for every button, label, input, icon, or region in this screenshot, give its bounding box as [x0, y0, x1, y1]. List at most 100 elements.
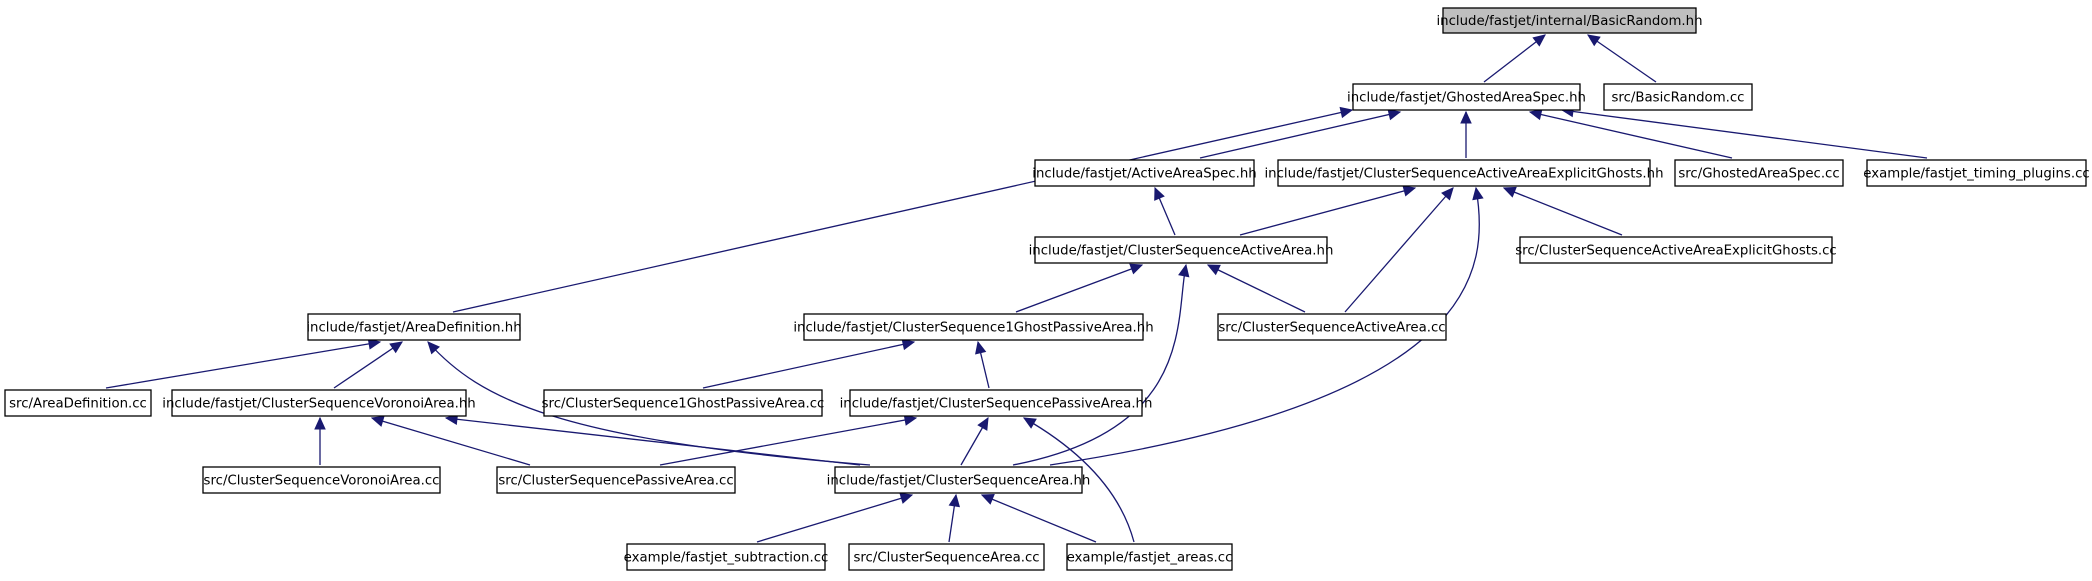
node-area-definition-cc[interactable]: src/AreaDefinition.cc — [4, 389, 152, 417]
node-label[interactable]: src/ClusterSequencePassiveArea.cc — [498, 474, 733, 489]
node-box[interactable] — [202, 466, 441, 494]
arrowhead-icon — [1154, 186, 1165, 201]
edge-line — [1239, 187, 1416, 236]
edge-line — [445, 417, 861, 466]
node-box[interactable] — [803, 313, 1144, 341]
node-timing-plugins-cc[interactable]: example/fastjet_timing_plugins.cc — [1863, 159, 2090, 187]
node-label[interactable]: include/fastjet/ClusterSequenceArea.hh — [827, 474, 1091, 489]
edge-cspa_hh-to-areas_cc — [1022, 417, 1135, 543]
node-csaeg-cc[interactable]: src/ClusterSequenceActiveAreaExplicitGho… — [1515, 236, 1837, 264]
node-label[interactable]: include/fastjet/ClusterSequenceVoronoiAr… — [162, 397, 475, 412]
edge-line — [1503, 187, 1623, 236]
node-area-definition-hh[interactable]: include/fastjet/AreaDefinition.hh — [306, 313, 522, 341]
node-label[interactable]: include/fastjet/ClusterSequenceActiveAre… — [1264, 167, 1663, 182]
node-ghosted-area-spec-cc[interactable]: src/GhostedAreaSpec.cc — [1674, 159, 1844, 187]
node-csva-cc[interactable]: src/ClusterSequenceVoronoiArea.cc — [202, 466, 441, 494]
node-box[interactable] — [1603, 83, 1753, 111]
node-label[interactable]: src/ClusterSequenceActiveAreaExplicitGho… — [1515, 244, 1837, 259]
node-box[interactable] — [1674, 159, 1844, 187]
node-cs1gpa-cc[interactable]: src/ClusterSequence1GhostPassiveArea.cc — [542, 389, 825, 417]
node-box[interactable] — [1217, 313, 1447, 341]
node-box[interactable] — [543, 389, 823, 417]
node-box[interactable] — [307, 313, 521, 341]
edge-area_definition_hh-to-area_definition_cc — [105, 338, 382, 389]
node-csaa-hh[interactable]: include/fastjet/ClusterSequenceActiveAre… — [1029, 236, 1334, 264]
arrowhead-icon — [427, 341, 440, 355]
node-box[interactable] — [4, 389, 152, 417]
node-box[interactable] — [1519, 236, 1833, 264]
edge-line — [371, 417, 531, 466]
edge-csaa_hh-to-csarea_hh — [1012, 263, 1190, 466]
node-label[interactable]: include/fastjet/ClusterSequencePassiveAr… — [840, 397, 1153, 412]
edge-basic_random_hh-to-basic_random_cc — [1587, 34, 1657, 83]
edge-line — [1199, 111, 1401, 159]
arrowhead-icon — [1460, 110, 1472, 124]
edge-csaeg_hh-to-csaa_hh — [1239, 185, 1417, 236]
edge-line — [659, 417, 917, 466]
node-box[interactable] — [848, 543, 1045, 571]
node-label[interactable]: src/ClusterSequenceActiveArea.cc — [1218, 321, 1445, 336]
node-box[interactable] — [1277, 159, 1651, 187]
node-csaeg-hh[interactable]: include/fastjet/ClusterSequenceActiveAre… — [1264, 159, 1664, 187]
node-box[interactable] — [849, 389, 1143, 417]
node-ghosted-area-spec-hh[interactable]: include/fastjet/GhostedAreaSpec.hh — [1347, 83, 1586, 111]
arrowhead-icon — [370, 415, 385, 427]
node-box[interactable] — [834, 466, 1083, 494]
edge-line — [1015, 264, 1143, 313]
node-label[interactable]: include/fastjet/ActiveAreaSpec.hh — [1032, 167, 1256, 182]
edge-line — [981, 494, 1097, 543]
node-subtraction-cc[interactable]: example/fastjet_subtraction.cc — [624, 543, 829, 571]
node-csaa-cc[interactable]: src/ClusterSequenceActiveArea.cc — [1217, 313, 1447, 341]
node-cs1gpa-hh[interactable]: include/fastjet/ClusterSequence1GhostPas… — [793, 313, 1154, 341]
node-label[interactable]: include/fastjet/ClusterSequence1GhostPas… — [793, 321, 1153, 336]
edges-layer — [105, 34, 1928, 543]
node-label[interactable]: src/ClusterSequenceVoronoiArea.cc — [204, 474, 440, 489]
node-label[interactable]: include/fastjet/AreaDefinition.hh — [306, 321, 521, 336]
node-box[interactable] — [1034, 159, 1255, 187]
arrowhead-icon — [975, 340, 987, 355]
node-cspa-hh[interactable]: include/fastjet/ClusterSequencePassiveAr… — [840, 389, 1153, 417]
edge-ghosted_area_spec_hh-to-area_definition_hh — [452, 106, 1354, 313]
node-box[interactable] — [496, 466, 736, 494]
edge-csarea_hh-to-areas_cc — [980, 494, 1097, 543]
arrowhead-icon — [1022, 417, 1037, 429]
node-label[interactable]: example/fastjet_timing_plugins.cc — [1863, 167, 2089, 182]
node-box[interactable] — [1352, 83, 1581, 111]
node-label[interactable]: example/fastjet_areas.cc — [1067, 551, 1233, 566]
node-box[interactable] — [626, 543, 826, 571]
node-label[interactable]: src/ClusterSequenceArea.cc — [853, 551, 1039, 566]
node-label[interactable]: src/AreaDefinition.cc — [9, 397, 147, 412]
node-areas-cc[interactable]: example/fastjet_areas.cc — [1066, 543, 1233, 571]
arrowhead-icon — [1502, 186, 1517, 198]
node-cspa-cc[interactable]: src/ClusterSequencePassiveArea.cc — [496, 466, 736, 494]
node-box[interactable] — [1034, 236, 1328, 264]
arrowhead-icon — [948, 493, 961, 508]
node-label[interactable]: include/fastjet/ClusterSequenceActiveAre… — [1029, 244, 1334, 259]
node-basic-random-cc[interactable]: src/BasicRandom.cc — [1603, 83, 1753, 111]
arrowhead-icon — [1402, 185, 1417, 197]
edge-csarea_hh-to-subtraction_cc — [756, 492, 914, 543]
node-active-area-spec-hh[interactable]: include/fastjet/ActiveAreaSpec.hh — [1032, 159, 1257, 187]
node-csva-hh[interactable]: include/fastjet/ClusterSequenceVoronoiAr… — [162, 389, 476, 417]
node-box[interactable] — [1866, 159, 2087, 187]
edge-line — [1023, 417, 1135, 543]
edge-line — [333, 341, 403, 389]
node-label[interactable]: src/ClusterSequence1GhostPassiveArea.cc — [542, 397, 825, 412]
edge-line — [105, 341, 381, 389]
node-csarea-hh[interactable]: include/fastjet/ClusterSequenceArea.hh — [827, 466, 1091, 494]
edge-line — [452, 109, 1353, 313]
node-label[interactable]: src/GhostedAreaSpec.cc — [1678, 167, 1839, 182]
edge-cs1gpa_hh-to-cspa_hh — [975, 340, 990, 389]
node-box[interactable] — [171, 389, 467, 417]
edge-ghosted_area_spec_hh-to-csaeg_hh — [1460, 110, 1472, 158]
arrowhead-icon — [899, 492, 914, 504]
node-csarea-cc[interactable]: src/ClusterSequenceArea.cc — [848, 543, 1045, 571]
node-box[interactable] — [1066, 543, 1233, 571]
node-label[interactable]: include/fastjet/GhostedAreaSpec.hh — [1347, 91, 1586, 106]
node-label[interactable]: src/BasicRandom.cc — [1612, 91, 1745, 106]
nodes-layer: include/fastjet/internal/BasicRandom.hhi… — [4, 7, 2090, 571]
arrowhead-icon — [1532, 34, 1546, 47]
node-label[interactable]: example/fastjet_subtraction.cc — [624, 551, 829, 566]
arrowhead-icon — [314, 416, 326, 430]
